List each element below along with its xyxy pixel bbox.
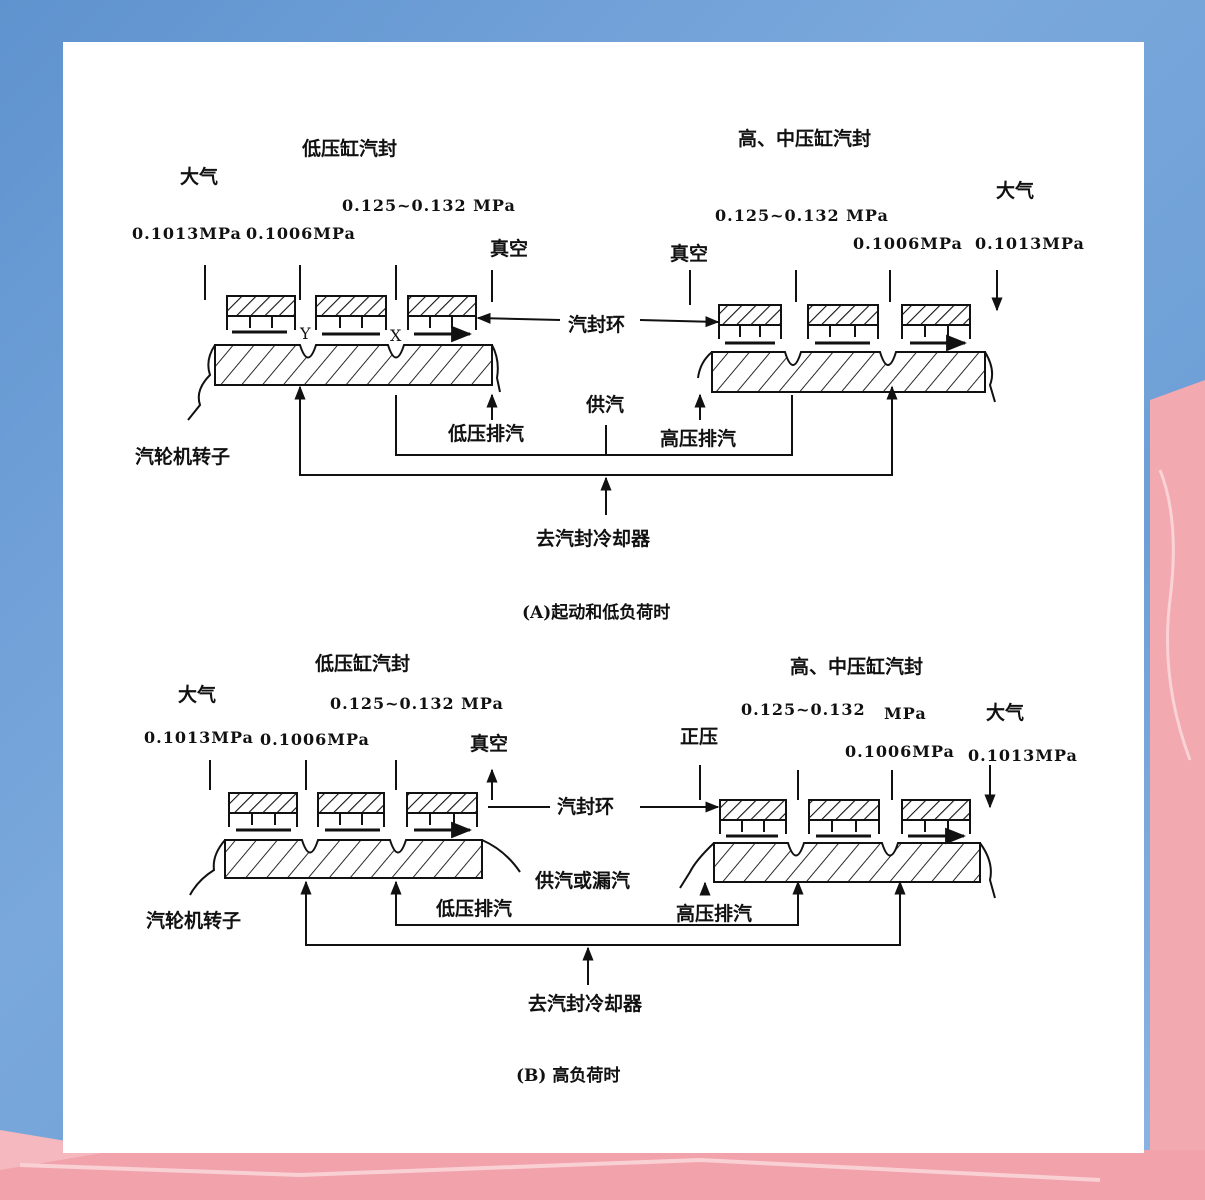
lp-seal-title-b: 低压缸汽封 [315,653,411,675]
seal-ring-label-b: 汽封环 [557,796,615,818]
atm-pressure-right-a: 0.1013MPa [975,234,1085,253]
supply-pressure-left-b: 0.125~0.132 MPa [330,694,504,713]
supply-pressure-right-b: 0.125~0.132 [741,700,866,719]
lp-rotor-b [224,839,483,879]
hp-exhaust-a: 高压排汽 [660,428,737,450]
caption-a: (A)起动和低负荷时 [522,603,671,623]
atm-pressure-left-b: 0.1013MPa [144,728,254,747]
atmosphere-left-b: 大气 [178,684,217,706]
vacuum-left-b: 真空 [470,733,509,755]
lp-seal-rings-b [228,792,477,830]
supply-label-a: 供汽 [586,394,625,416]
inner-pressure-right-b: 0.1006MPa [845,742,955,761]
panel-a [187,265,997,515]
hp-exhaust-b: 高压排汽 [676,903,753,925]
panel-b [189,760,995,985]
lp-exhaust-b: 低压排汽 [436,898,513,920]
hp-rotor-b [713,842,981,883]
hp-seal-rings-b [719,799,970,836]
lp-seal-rings-a [226,295,476,334]
rotor-label-b: 汽轮机转子 [146,910,242,932]
lp-rotor-a [214,344,493,386]
supply-or-leak-b: 供汽或漏汽 [535,870,631,892]
atm-pressure-right-b: 0.1013MPa [968,746,1078,765]
supply-pressure-right-a: 0.125~0.132 MPa [715,206,889,225]
hp-seal-title-a: 高、中压缸汽封 [738,128,872,150]
atm-pressure-left-a: 0.1013MPa [132,224,242,243]
inner-pressure-left-b: 0.1006MPa [260,730,370,749]
inner-pressure-right-a: 0.1006MPa [853,234,963,253]
seal-ring-label-a: 汽封环 [568,314,626,336]
cooler-label-b: 去汽封冷却器 [528,993,643,1015]
hp-seal-title-b: 高、中压缸汽封 [790,656,924,678]
marker-x: X [390,326,403,345]
inner-pressure-left-a: 0.1006MPa [246,224,356,243]
hp-rotor-a [711,351,986,393]
marker-y: Y [300,324,312,343]
hp-seal-rings-a [718,304,970,343]
rotor-label-a: 汽轮机转子 [135,446,231,468]
lp-seal-title-a: 低压缸汽封 [302,138,398,160]
diagram-card [63,42,1144,1153]
lp-exhaust-a: 低压排汽 [448,423,525,445]
vacuum-right-a: 真空 [670,243,709,265]
positive-pressure-b: 正压 [680,726,719,748]
atmosphere-right-a: 大气 [996,180,1035,202]
supply-pressure-left-a: 0.125~0.132 MPa [342,196,516,215]
atmosphere-right-b: 大气 [986,702,1025,724]
supply-pressure-right-unit-b: MPa [884,704,927,723]
cooler-label-a: 去汽封冷却器 [536,528,651,550]
atmosphere-left-a: 大气 [180,166,219,188]
vacuum-left-a: 真空 [490,238,529,260]
caption-b: (B) 高负荷时 [516,1066,621,1086]
